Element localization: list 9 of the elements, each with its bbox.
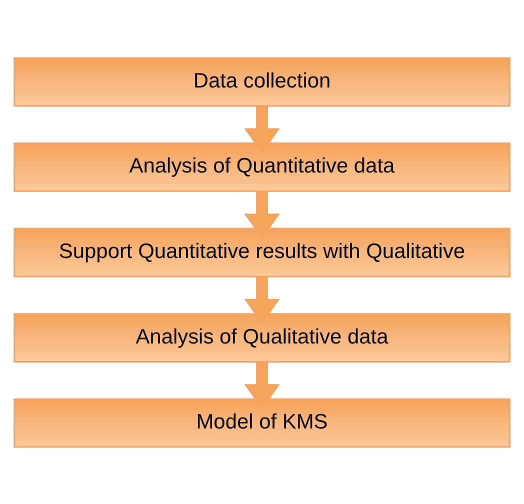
arrow [244,190,280,238]
arrow [244,361,280,410]
node-box: Data collection [14,56,510,106]
node-box: Analysis of Qualitative data [14,312,510,362]
node-box: Support Quantitative results with Qualitative [14,227,510,277]
node-box: Analysis of Quantitative data [14,142,510,192]
arrow [244,276,280,324]
node-box: Model of KMS [14,398,510,448]
arrow [244,105,280,154]
